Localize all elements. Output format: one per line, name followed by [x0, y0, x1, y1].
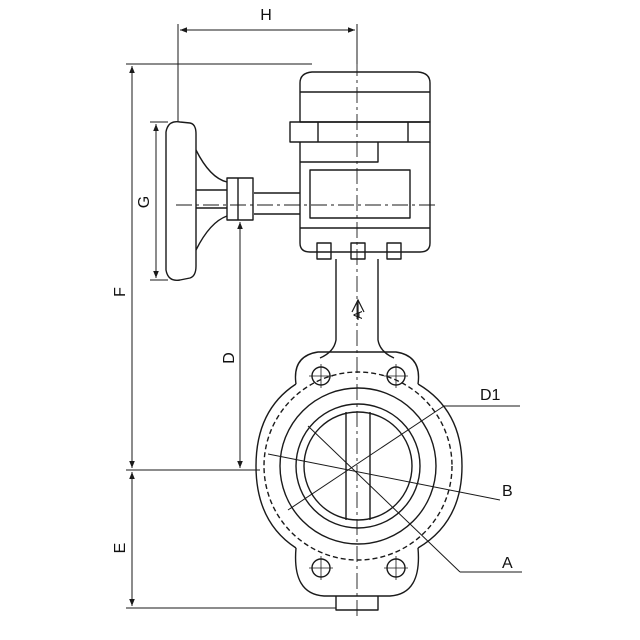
bolt-hole-top-left [309, 364, 333, 388]
dim-label-D1: D1 [480, 387, 501, 404]
dim-label-G: G [136, 196, 153, 208]
valve-body [255, 351, 463, 611]
input-shaft [254, 192, 300, 215]
gearbox [289, 71, 431, 260]
bolt-hole-bottom-right [384, 556, 408, 580]
dimension-lines [129, 27, 355, 606]
valve-neck [319, 259, 395, 359]
dim-label-F: F [112, 287, 129, 297]
bolt-hole-bottom-left [309, 556, 333, 580]
flow-arrow-icon [351, 298, 365, 320]
dim-label-A: A [502, 555, 513, 572]
diameter-lines [267, 405, 522, 573]
dim-label-E: E [112, 543, 129, 554]
dim-label-B: B [502, 483, 513, 500]
handwheel [165, 121, 228, 281]
flow-mark: A [351, 311, 365, 319]
dim-label-H: H [260, 7, 272, 24]
dim-label-D: D [221, 352, 238, 364]
extension-lines [126, 24, 358, 609]
shaft-hub [226, 177, 254, 221]
bolt-hole-top-right [384, 364, 408, 388]
center-lines [176, 60, 436, 620]
